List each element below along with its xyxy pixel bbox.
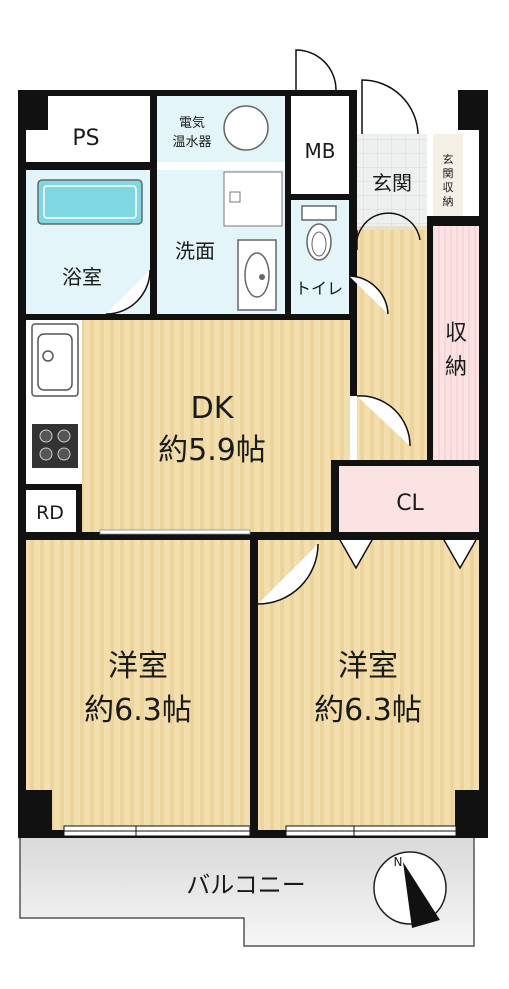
cl-floor: [339, 466, 479, 532]
bath-label: 浴室: [62, 265, 102, 289]
mb-floor: [291, 96, 349, 194]
western-right-name-label: 洋室: [338, 649, 398, 684]
western-left-floor: [26, 540, 250, 830]
compass-needle-icon: [403, 862, 440, 928]
entrance-storage-label-3: 収: [443, 181, 454, 194]
western-left-size-label: 約6.3帖: [84, 693, 192, 728]
closet-door-1: [339, 539, 373, 570]
mb-door: [295, 49, 337, 91]
toilet-label: トイレ: [295, 279, 343, 298]
mb-label: MB: [305, 139, 336, 163]
labels: PS 電気 温水器 MB 玄関 玄 関 収 納 浴室 洗面 トイレ 収 納 DK…: [36, 115, 467, 899]
bathtub-icon: [37, 179, 143, 225]
dk-name-label: DK: [191, 391, 235, 426]
water-heater-label-line1: 電気: [179, 115, 205, 131]
bath-door: [105, 269, 151, 315]
dk-size-label: 約5.9帖: [158, 433, 266, 468]
kitchen-sink-icon: [31, 323, 79, 397]
entrance-storage-floor: [433, 134, 463, 216]
entrance-storage-label-1: 玄: [443, 152, 454, 166]
water-heater-icon: [223, 105, 269, 151]
rd-label: RD: [36, 502, 64, 524]
cl-label: CL: [396, 491, 424, 516]
western-left-name-label: 洋室: [108, 649, 168, 684]
entrance-floor: [357, 134, 427, 226]
compass-north-label: N: [394, 855, 403, 869]
washroom-label: 洗面: [175, 239, 215, 263]
toilet-door: [348, 275, 389, 315]
doors: [105, 49, 477, 605]
rd-floor: [26, 490, 76, 532]
western-right-size-label: 約6.3帖: [314, 693, 422, 728]
fixtures: [31, 105, 337, 468]
balcony-label: バルコニー: [186, 871, 306, 899]
toilet-icon: [301, 205, 337, 261]
storage-floor: [433, 226, 479, 460]
washing-machine-icon: [223, 171, 283, 227]
closet-door-2: [443, 539, 477, 570]
walls: [18, 90, 488, 838]
entrance-storage-label-4: 納: [443, 195, 454, 208]
entrance-storage-label-2: 関: [443, 167, 454, 180]
sink-vanity-icon: [237, 239, 277, 311]
stove-icon: [32, 424, 78, 468]
hall-door-upper: [355, 212, 421, 251]
water-heater-label-line2: 温水器: [172, 135, 211, 150]
dk-floor: [82, 318, 350, 532]
ps-label: PS: [72, 126, 99, 151]
storage-label-1: 収: [445, 321, 467, 346]
dk-door: [356, 395, 411, 447]
windows: [63, 529, 457, 837]
entrance-label: 玄関: [372, 171, 412, 195]
compass: N: [373, 851, 447, 928]
entrance-door: [361, 79, 419, 135]
western-right-door: [257, 543, 319, 605]
storage-label-2: 納: [445, 355, 467, 380]
